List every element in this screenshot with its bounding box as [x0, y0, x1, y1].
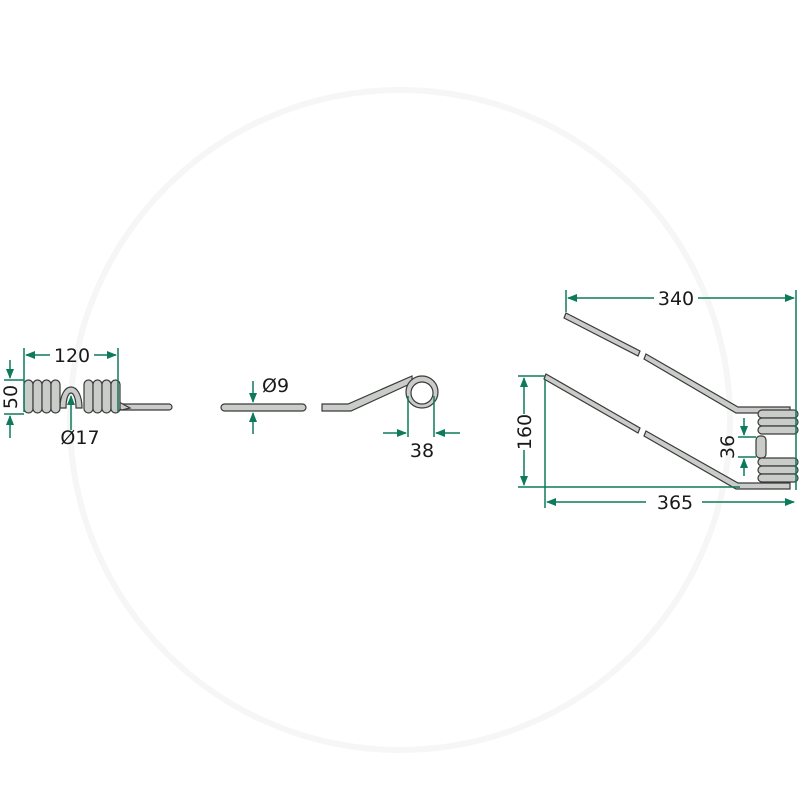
- coil-loop: [757, 457, 799, 467]
- wire-bar: [220, 403, 307, 412]
- coil-loop: [41, 379, 52, 414]
- coil-loop: [92, 379, 103, 414]
- dim-label-340: 340: [658, 288, 694, 310]
- dim-label-38: 38: [410, 440, 434, 462]
- dim-160: 160: [514, 375, 740, 488]
- coil-loop: [101, 379, 112, 414]
- coil-loop: [23, 379, 34, 414]
- tine-front-view: [543, 312, 799, 490]
- dim-label-17: Ø17: [60, 427, 99, 449]
- dim-label-9: Ø9: [262, 375, 289, 397]
- coil-loop: [757, 425, 799, 435]
- coil-loop: [83, 379, 94, 414]
- dim-label-120: 120: [54, 345, 90, 367]
- coil-loop: [757, 465, 799, 475]
- coil-loop: [757, 417, 799, 427]
- dim-label-365: 365: [657, 492, 693, 514]
- coil-top-view: [23, 379, 173, 414]
- watermark-circle: [67, 87, 733, 753]
- side-view: [321, 375, 439, 412]
- dim-label-160: 160: [514, 414, 536, 450]
- coil-loop: [50, 379, 61, 414]
- dim-eye-diameter: Ø17: [60, 395, 100, 449]
- coil-loop: [757, 473, 799, 483]
- coil-loop: [757, 409, 799, 419]
- dim-wire-diameter: Ø9: [249, 375, 289, 434]
- dim-38: 38: [383, 396, 460, 462]
- dim-340: 340: [565, 288, 797, 490]
- dim-label-50: 50: [0, 385, 22, 409]
- dim-36: 36: [717, 418, 756, 476]
- dim-365: 365: [544, 380, 795, 514]
- dim-label-36: 36: [717, 435, 739, 459]
- dim-50: 50: [0, 360, 24, 438]
- dim-120: 120: [23, 345, 119, 412]
- coil-loop: [32, 379, 43, 414]
